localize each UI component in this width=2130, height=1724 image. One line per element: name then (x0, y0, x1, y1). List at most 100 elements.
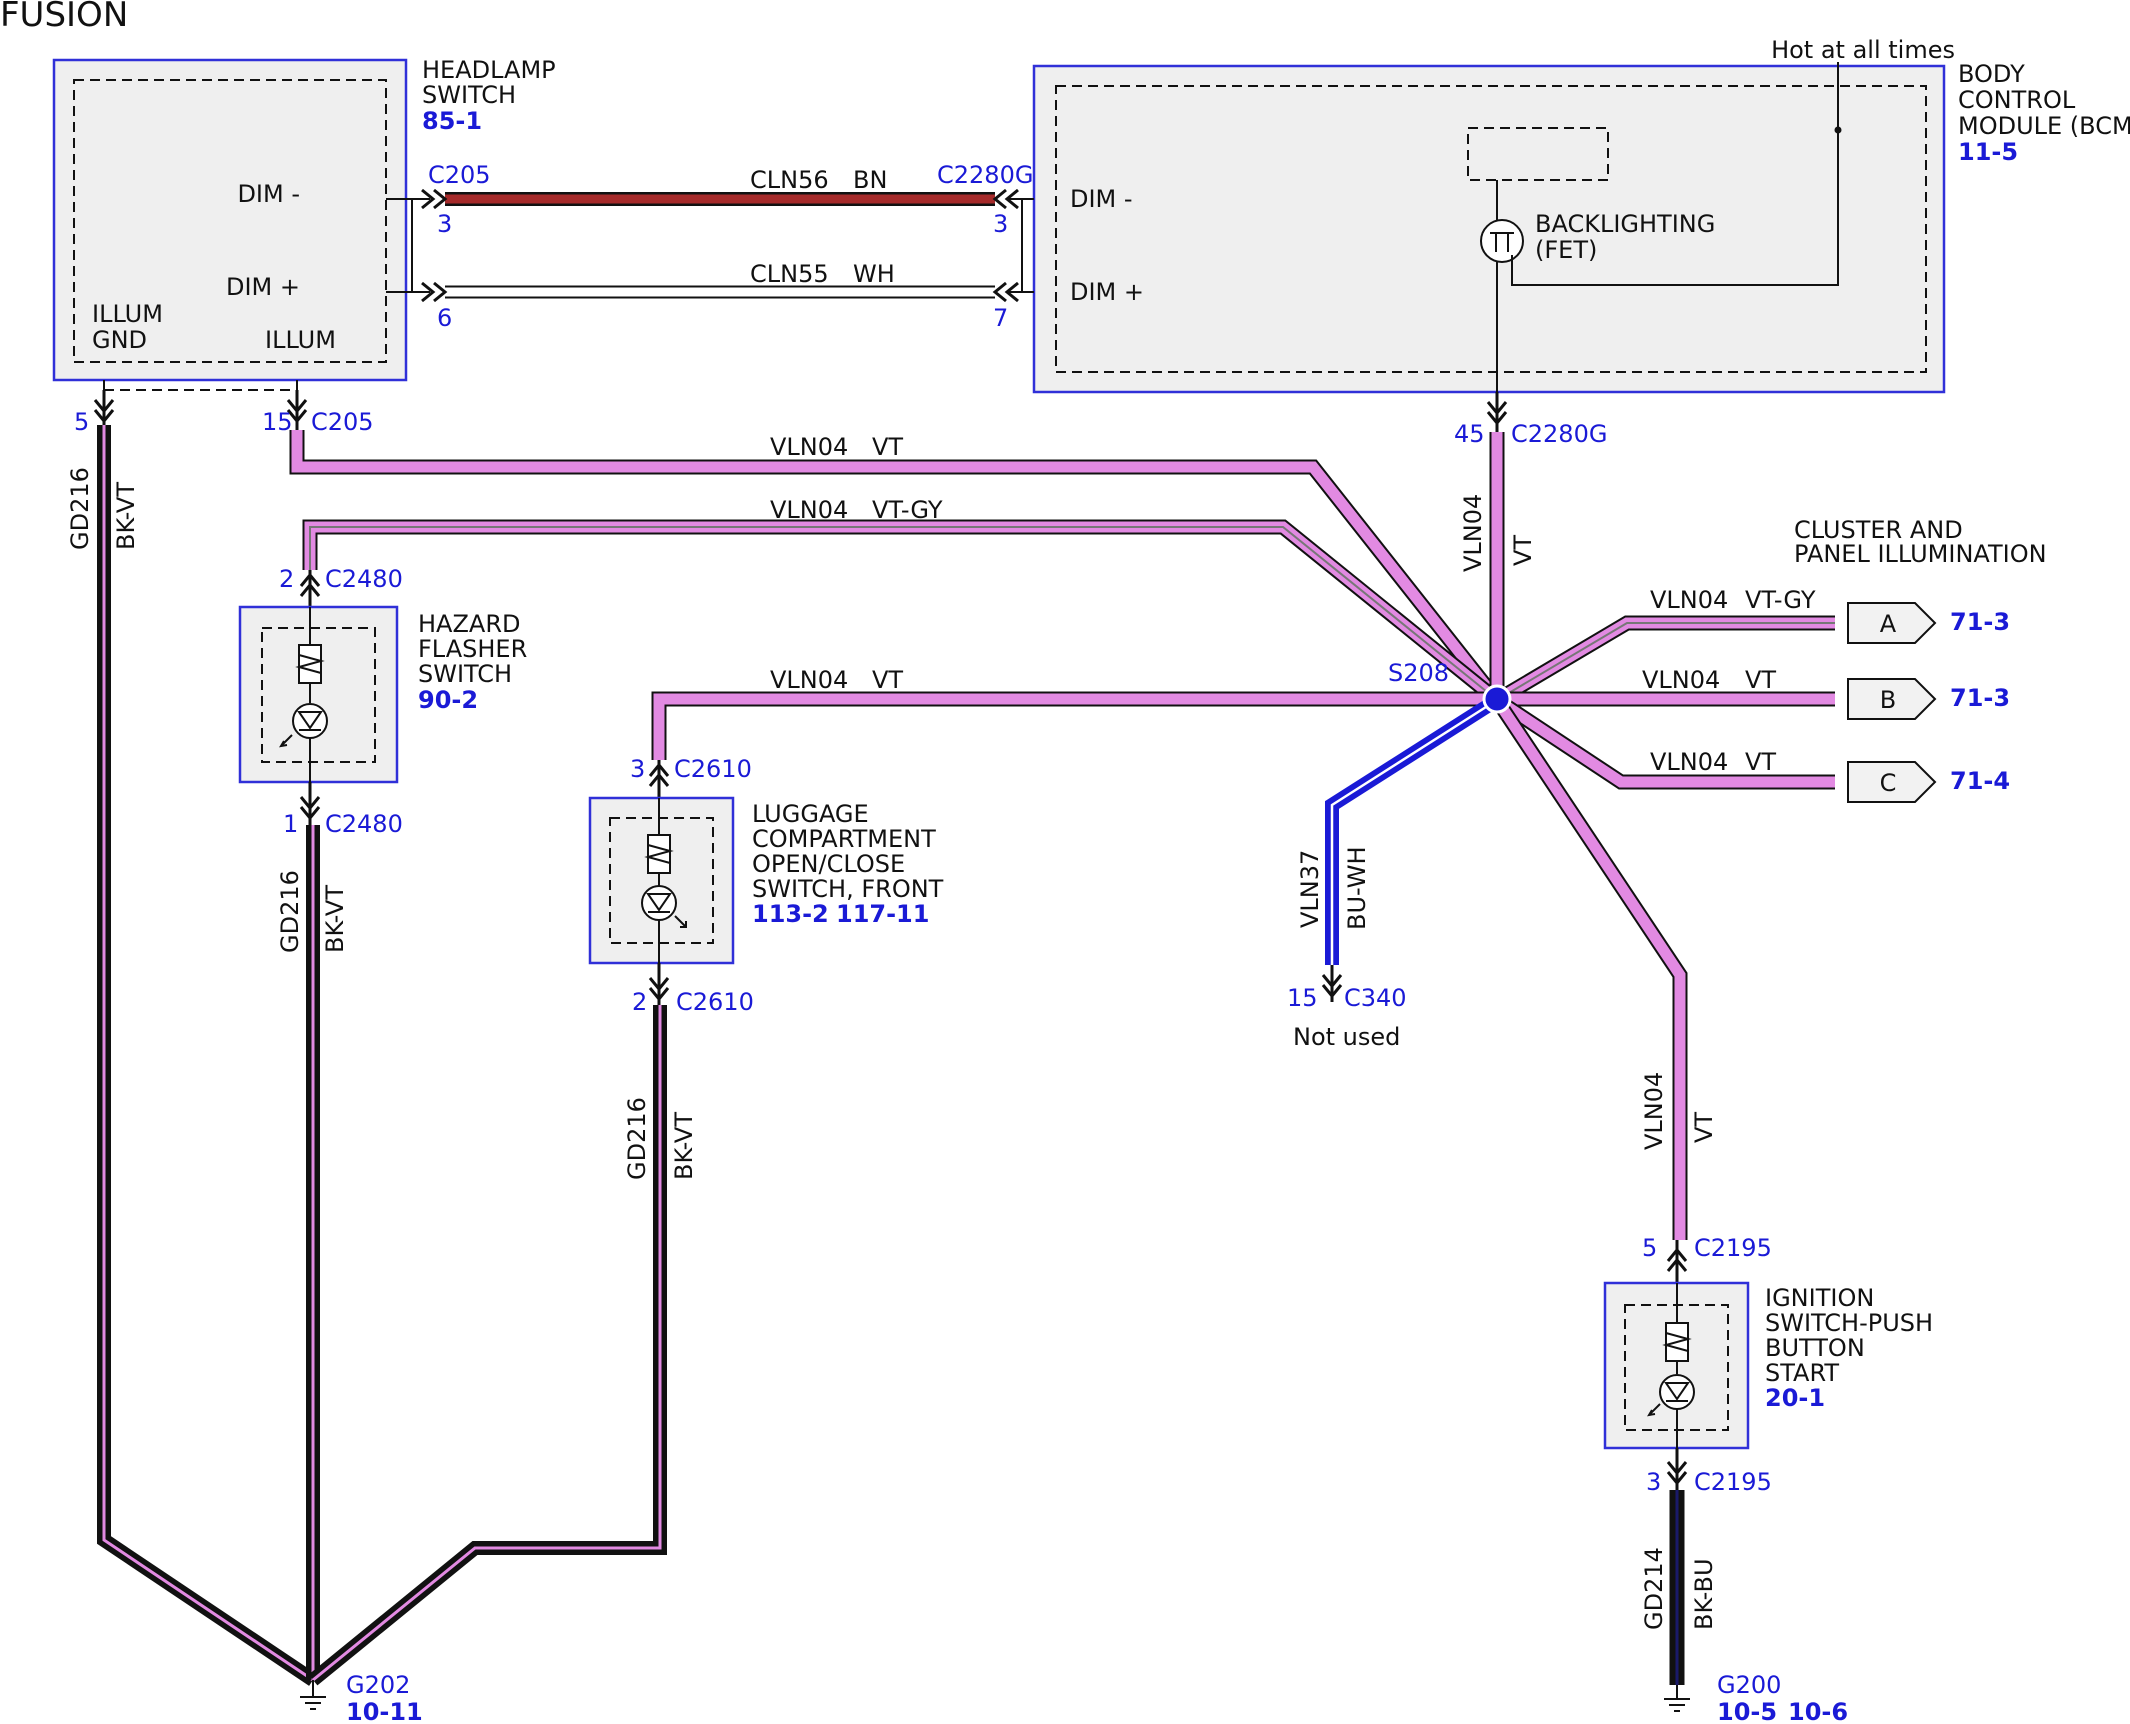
c2480-pin1-arrow (299, 782, 321, 825)
c2280g-pin7: 7 (993, 304, 1008, 332)
c2195-pin5-arrow (1666, 1240, 1688, 1283)
gd216-mid-circuit: GD216 (276, 870, 304, 953)
wire-vln04-c (1492, 693, 1835, 790)
vln04-lg-color: VT (872, 666, 903, 694)
ignition-switch (1603, 1281, 1750, 1450)
gd214-color: BK-BU (1690, 1558, 1718, 1630)
headlamp-name-1: HEADLAMP (422, 56, 556, 84)
offpage-connector-c[interactable]: C (1847, 761, 1937, 803)
offpage-b-ref: 71-3 (1950, 684, 2010, 712)
luggage-ref-2: 117-11 (836, 900, 929, 928)
ignition-led (1659, 1374, 1695, 1410)
g200-ref-2: 10-6 (1788, 1698, 1848, 1724)
g202-label: G202 (346, 1671, 410, 1699)
vln04-hz-circuit: VLN04 (770, 496, 848, 524)
cluster-name-1: CLUSTER AND (1794, 516, 1963, 544)
c2280g-top-label: C2280G (937, 161, 1033, 189)
cln56-color: BN (853, 166, 887, 194)
c2480-top-label: C2480 (325, 565, 403, 593)
c2280g-pin3: 3 (993, 210, 1008, 238)
cln55-color: WH (853, 260, 895, 288)
vln04-bcm-color: VT (1509, 535, 1537, 566)
bcm-name-3: MODULE (BCM) (1958, 112, 2130, 140)
gd216-right-circuit: GD216 (623, 1097, 651, 1180)
c2280g-pin7-arrow (992, 281, 1019, 303)
bcm-name-1: BODY (1958, 60, 2025, 88)
hot-at-all-times: Hot at all times (1771, 36, 1955, 64)
gd216-left-circuit: GD216 (66, 467, 94, 550)
c2195-pin3-arrow (1666, 1448, 1688, 1490)
offpage-a-letter: A (1880, 610, 1897, 638)
fet-symbol (1480, 219, 1524, 263)
hazard-ref: 90-2 (418, 686, 478, 714)
hazard-name-3: SWITCH (418, 660, 512, 688)
ignition-name-1: IGNITION (1765, 1284, 1874, 1312)
c340-pin: 15 (1287, 984, 1318, 1012)
c2480-pin1: 1 (283, 810, 298, 838)
splice-s208-dot (1482, 684, 1512, 714)
headlamp-illum: ILLUM (265, 326, 336, 354)
headlamp-dim-plus: DIM + (226, 273, 300, 301)
headlamp-name-2: SWITCH (422, 81, 516, 109)
c205-bottom-label: C205 (311, 408, 374, 436)
wire-gd216 (97, 425, 667, 1686)
luggage-led (641, 885, 677, 921)
splice-s208-label: S208 (1388, 659, 1449, 687)
c2195-bottom-label: C2195 (1694, 1468, 1772, 1496)
ignition-name-4: START (1765, 1359, 1839, 1387)
wire-vln04-vtgy-a (1493, 615, 1835, 707)
c2610-pin2-arrow (648, 963, 670, 1005)
offpage-b-letter: B (1880, 686, 1896, 714)
vln04-hz-color: VT-GY (872, 496, 943, 524)
luggage-name-2: COMPARTMENT (752, 825, 936, 853)
offpage-a-ref: 71-3 (1950, 608, 2010, 636)
cln56-circuit: CLN56 (750, 166, 829, 194)
vln04-ign-circuit: VLN04 (1640, 1072, 1668, 1150)
c340-label: C340 (1344, 984, 1407, 1012)
vln37-color: BU-WH (1343, 847, 1371, 931)
headlamp-dim-minus: DIM - (237, 180, 300, 208)
g200-ref-1: 10-5 (1717, 1698, 1777, 1724)
c340-pin-arrow (1321, 965, 1343, 1002)
backlighting-label-1: BACKLIGHTING (1535, 210, 1715, 238)
hazard-led (292, 703, 328, 739)
vln37-circuit: VLN37 (1296, 850, 1324, 928)
c205-pin15-arrow (286, 390, 308, 430)
headlamp-illum-gnd-2: GND (92, 326, 147, 354)
c205-pin6-arrow (421, 281, 448, 303)
g200-label: G200 (1717, 1671, 1781, 1699)
not-used-label: Not used (1293, 1023, 1400, 1051)
hazard-name-1: HAZARD (418, 610, 520, 638)
vln04-b-circuit: VLN04 (1642, 666, 1720, 694)
wire-vln04-headlamp (289, 430, 1503, 705)
bcm-dim-minus: DIM - (1070, 185, 1133, 213)
cluster-name-2: PANEL ILLUMINATION (1794, 540, 2047, 568)
gd216-mid-color: BK-VT (321, 885, 349, 953)
c2610-bottom-label: C2610 (676, 988, 754, 1016)
headlamp-illum-gnd-1: ILLUM (92, 300, 163, 328)
hazard-name-2: FLASHER (418, 635, 527, 663)
ground-g200-symbol (1664, 1685, 1690, 1712)
ignition-name-2: SWITCH-PUSH (1765, 1309, 1933, 1337)
luggage-name-4: SWITCH, FRONT (752, 875, 944, 903)
wire-vln04-luggage (651, 691, 1497, 760)
ignition-name-3: BUTTON (1765, 1334, 1865, 1362)
wire-vln37 (1325, 694, 1501, 965)
vln04-a-circuit: VLN04 (1650, 586, 1728, 614)
offpage-c-letter: C (1880, 769, 1897, 797)
c2280g-pin45-arrow (1486, 392, 1508, 432)
offpage-connector-a[interactable]: A (1847, 602, 1937, 644)
c2195-pin5: 5 (1642, 1234, 1657, 1262)
luggage-name-1: LUGGAGE (752, 800, 869, 828)
offpage-connector-b[interactable]: B (1847, 678, 1937, 720)
vln04-c-circuit: VLN04 (1650, 748, 1728, 776)
c205-pin5-arrow (93, 390, 115, 425)
wire-vln04-vtgy-hazard (302, 519, 1502, 706)
gd214-circuit: GD214 (1640, 1547, 1668, 1630)
vln04-hl-color: VT (872, 433, 903, 461)
c2480-bottom-label: C2480 (325, 810, 403, 838)
vln04-a-color: VT-GY (1745, 586, 1816, 614)
backlighting-label-2: (FET) (1535, 236, 1597, 264)
luggage-name-3: OPEN/CLOSE (752, 850, 905, 878)
